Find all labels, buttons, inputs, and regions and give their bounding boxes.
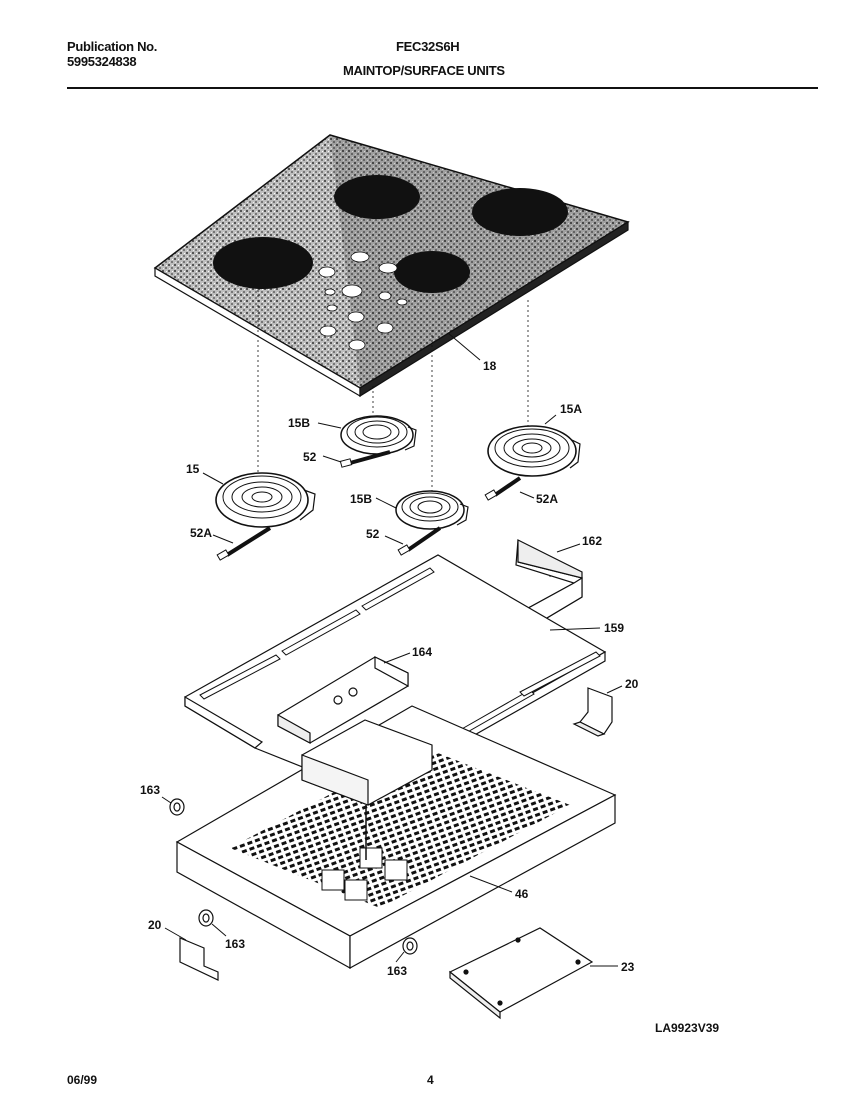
leader-52-rear (322, 455, 342, 463)
terminal-lead-52-front (397, 526, 442, 556)
glass-maintop (153, 134, 630, 398)
callout-20-left: 20 (148, 918, 162, 932)
heat-shield-164 (277, 656, 409, 744)
leader-18 (447, 332, 481, 361)
leader-52a-left (212, 534, 234, 544)
burner-mark-left-rear (334, 175, 420, 219)
leader-164 (383, 652, 411, 664)
surface-element-15a (487, 425, 581, 477)
callout-20-right: 20 (625, 677, 639, 691)
leader-15 (202, 472, 224, 485)
leader-163-mid (211, 923, 227, 937)
leader-52-front (384, 535, 404, 545)
burner-mark-right-rear (472, 188, 568, 236)
leader-163-front (395, 951, 405, 963)
callout-159: 159 (604, 621, 624, 635)
callout-15b-rear: 15B (288, 416, 310, 430)
access-cover-23 (448, 927, 594, 1020)
publication-label: Publication No. (67, 39, 158, 54)
callout-15a: 15A (560, 402, 582, 416)
footer-date: 06/99 (67, 1073, 98, 1087)
terminal-lead-52a-right (484, 476, 522, 501)
surface-element-15b-front (395, 490, 469, 530)
burner-mark-right-front (394, 251, 470, 293)
burner-box-46 (175, 705, 617, 970)
leader-20-left (164, 927, 187, 941)
surface-element-15 (215, 472, 316, 528)
callout-15: 15 (186, 462, 200, 476)
callout-15b-front: 15B (350, 492, 372, 506)
callout-162: 162 (582, 534, 602, 548)
callout-23: 23 (621, 960, 635, 974)
leader-20-right (606, 685, 623, 694)
burner-mark-left-front (213, 237, 313, 289)
leader-163-left (161, 796, 172, 804)
leader-46 (469, 875, 513, 893)
control-markings (318, 251, 408, 351)
leader-162 (556, 543, 581, 553)
drawing-id: LA9923V39 (655, 1021, 720, 1035)
leader-159 (549, 627, 601, 631)
header-rule (67, 87, 818, 89)
callout-52-rear: 52 (303, 450, 317, 464)
terminal-lead-52a-left (216, 526, 272, 561)
bracket-20-right (572, 687, 613, 737)
leader-15b-rear (317, 422, 342, 429)
callout-52a-left: 52A (190, 526, 212, 540)
bumper-163-front (402, 937, 418, 955)
publication-number: 5995324838 (67, 54, 137, 69)
callout-163-front: 163 (387, 964, 407, 978)
callout-52-front: 52 (366, 527, 380, 541)
callout-52a-right: 52A (536, 492, 558, 506)
callout-18: 18 (483, 359, 497, 373)
model-number: FEC32S6H (396, 39, 460, 54)
callout-164: 164 (412, 645, 432, 659)
section-title: MAINTOP/SURFACE UNITS (343, 63, 505, 78)
leader-15a (544, 414, 557, 425)
callout-46: 46 (515, 887, 529, 901)
leader-15b-front (375, 497, 397, 509)
bracket-20-left (179, 937, 219, 981)
bumper-163-mid (198, 909, 214, 927)
callout-163-left: 163 (140, 783, 160, 797)
surface-element-15b-rear (340, 415, 417, 455)
bumper-163-left (169, 798, 185, 816)
leader-52a-right (519, 491, 535, 499)
callout-163-mid: 163 (225, 937, 245, 951)
page-number: 4 (427, 1073, 434, 1087)
terminal-lead-52-rear (339, 450, 391, 468)
